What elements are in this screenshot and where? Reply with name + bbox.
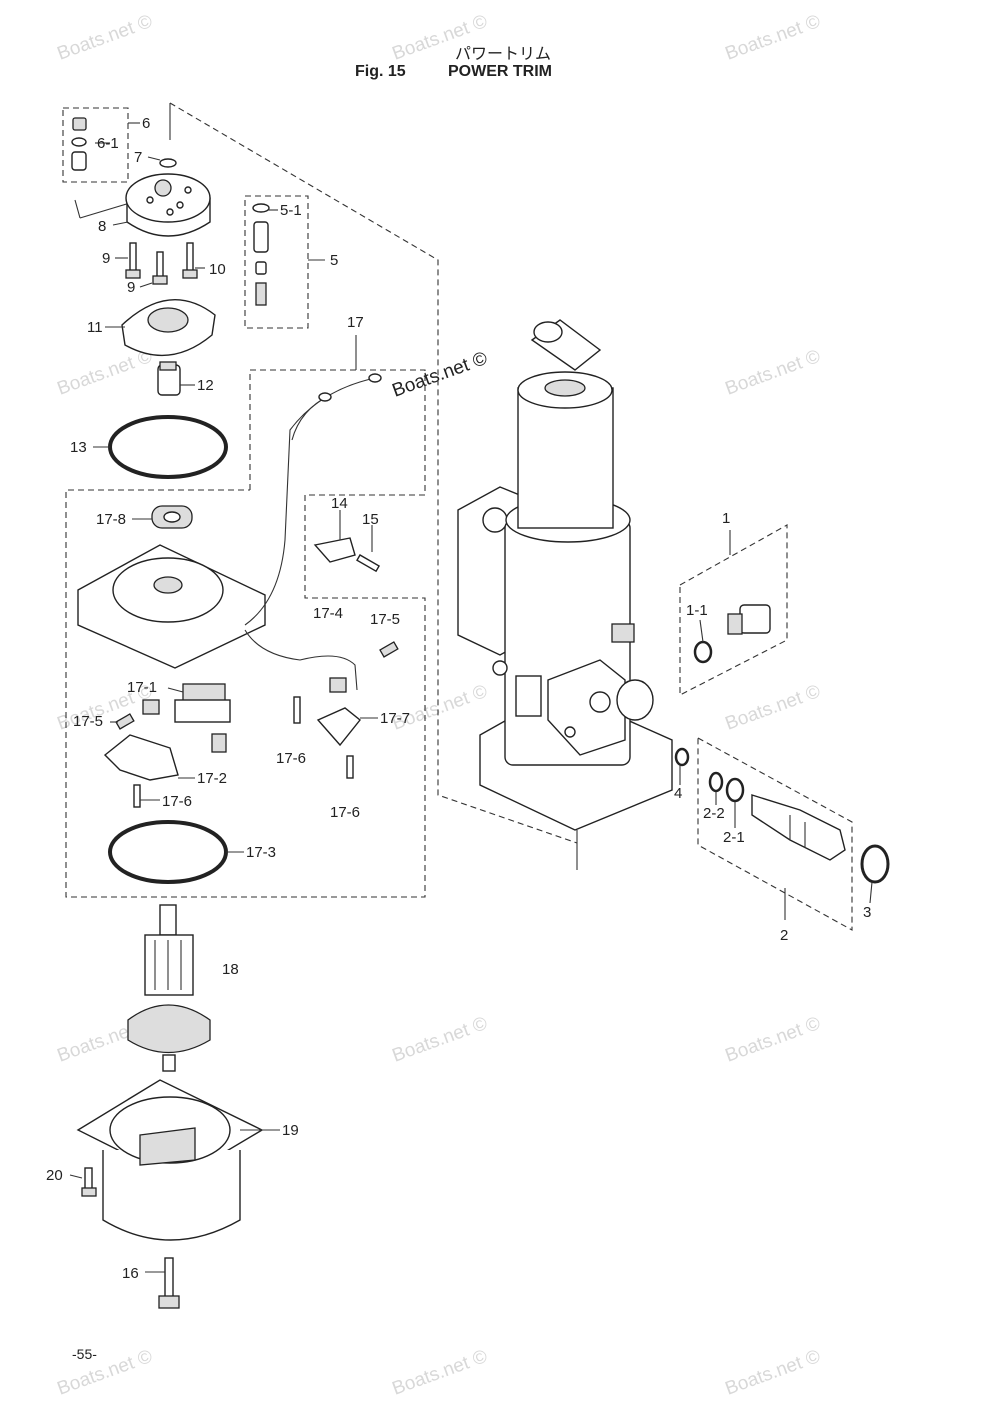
label-9b: 9 [127,279,135,296]
label-13: 13 [70,439,87,456]
label-2-1: 2-1 [723,829,745,846]
watermark: Boats.net © [723,1013,824,1067]
coupling-12 [157,361,181,396]
label-17-4: 17-4 [313,605,343,622]
label-8: 8 [98,218,106,235]
motor-yoke-19 [76,1079,264,1241]
label-7: 7 [134,149,142,166]
label-11: 11 [87,319,103,336]
watermark: Boats.net © [390,11,491,65]
snap-ring-3 [860,844,890,884]
watermark: Boats.net © [390,348,491,402]
label-1-1: 1-1 [686,602,708,619]
group-5 [244,195,309,329]
watermark: Boats.net © [390,1013,491,1067]
label-19: 19 [282,1122,299,1139]
bearing-17-8 [151,505,193,529]
label-17-5b: 17-5 [73,713,103,730]
label-18: 18 [222,961,239,978]
clip-14-screw-15 [313,537,381,573]
label-2-2: 2-2 [703,805,725,822]
assembly-outline [74,102,578,870]
brush-parts [103,641,399,808]
title-japanese: パワートリム [455,44,552,63]
watermark: Boats.net © [55,346,156,400]
trim-cylinder [457,319,673,831]
label-12: 12 [197,377,214,394]
label-17-1: 17-1 [127,679,157,696]
label-15: 15 [362,511,379,528]
label-6-1: 6-1 [97,135,119,152]
watermark: Boats.net © [390,1346,491,1400]
group-17 [65,335,426,898]
o-ring-13 [108,415,228,479]
label-17-7: 17-7 [380,710,410,727]
label-17-6c: 17-6 [162,793,192,810]
label-10: 10 [209,261,226,278]
label-2: 2 [780,927,788,944]
label-3: 3 [863,904,871,921]
leader-lines [69,122,873,1273]
label-4: 4 [674,785,682,802]
label-5: 5 [330,252,338,269]
label-17-6a: 17-6 [276,750,306,767]
o-ring-17-3 [108,820,228,884]
washer-4 [674,747,690,767]
label-17-5a: 17-5 [370,611,400,628]
wire-harness [244,373,382,691]
figure-title: POWER TRIM [448,63,552,80]
label-14: 14 [331,495,348,512]
bolts-9-10 [125,242,198,285]
watermark: Boats.net © [723,1346,824,1400]
watermark: Boats.net © [723,681,824,735]
label-17-3: 17-3 [246,844,276,861]
group-2 [697,737,853,931]
label-6: 6 [142,115,150,132]
label-17-2: 17-2 [197,770,227,787]
label-16: 16 [122,1265,139,1282]
label-17: 17 [347,314,364,331]
watermark: Boats.net © [55,11,156,65]
watermark: Boats.net © [723,346,824,400]
label-17-6b: 17-6 [330,804,360,821]
pump-top-8 [125,158,211,237]
label-20: 20 [46,1167,63,1184]
figure-number: Fig. 15 [355,63,406,80]
pump-base-11 [121,299,216,357]
watermark: Boats.net © [55,1346,156,1400]
label-17-8: 17-8 [96,511,126,528]
part-labels: 6 6-1 7 8 9 9 10 5-1 5 11 12 13 17 17-8 … [46,115,871,1282]
armature-18 [127,904,211,1072]
watermark: Boats.net © [723,11,824,65]
label-5-1: 5-1 [280,202,302,219]
page-number: -55- [72,1346,97,1362]
motor-housing-top [77,544,266,669]
label-1: 1 [722,510,730,527]
label-9a: 9 [102,250,110,267]
group-6 [62,107,129,183]
bolts-20-16 [81,1167,180,1309]
